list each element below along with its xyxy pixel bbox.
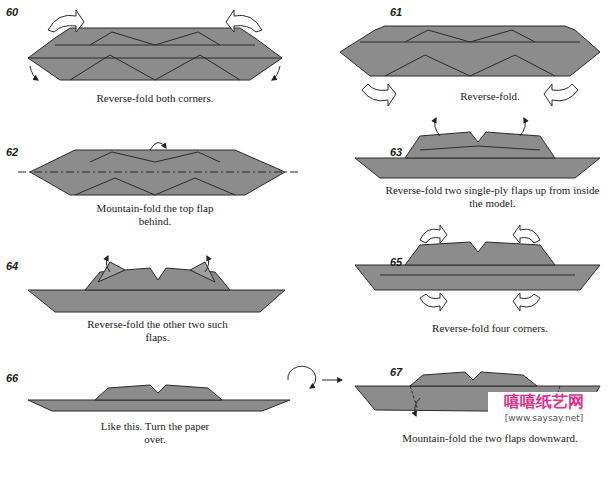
step-number: 60 — [6, 6, 18, 18]
instruction-text: Reverse-fold four corners. — [385, 322, 595, 335]
step-number: 66 — [6, 372, 18, 384]
step-number: 65 — [390, 256, 402, 268]
instruction-text: Reverse-fold. — [390, 90, 590, 103]
watermark: 嘻嘻纸艺网 — [488, 392, 600, 413]
instruction-text: Reverse-fold two single-ply flaps up fro… — [380, 184, 605, 210]
step-number: 67 — [390, 366, 402, 378]
step-number: 64 — [6, 260, 18, 272]
watermark-url: [www.saysay.net] — [488, 413, 600, 423]
instruction-text: Like this. Turn the paper over. — [95, 420, 215, 446]
instruction-text: Reverse-fold the other two such flaps. — [85, 318, 230, 344]
step-number: 62 — [6, 146, 18, 158]
instruction-text: Reverse-fold both corners. — [60, 92, 250, 105]
instruction-text: Mountain-fold the two flaps downward. — [395, 432, 585, 445]
step-number: 63 — [390, 146, 402, 158]
instruction-text: Mountain-fold the top flap behind. — [85, 202, 225, 228]
step-number: 61 — [390, 6, 402, 18]
